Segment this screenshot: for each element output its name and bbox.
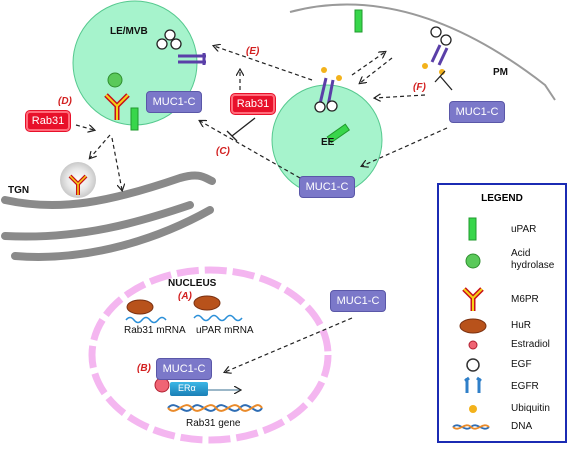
- upar-bar-icon: [354, 9, 363, 33]
- egf-ring-icon: [466, 358, 480, 372]
- nucleus-label: NUCLEUS: [168, 278, 217, 289]
- acid-hydrolase-circle-icon: [465, 253, 481, 269]
- step-f-label: (F): [413, 82, 426, 93]
- legend-label-egfr: EGFR: [511, 381, 539, 392]
- upar-mrna-strand: [193, 314, 243, 322]
- step-e-label: (E): [246, 46, 260, 57]
- estradiol-dot-icon: [154, 377, 170, 393]
- egf-ring-icon: [430, 26, 442, 38]
- egf-ring-icon: [440, 34, 452, 46]
- ubiquitin-dot-icon: [336, 75, 342, 81]
- muc1c-box-nucleus: MUC1-C: [156, 358, 212, 380]
- hur-ellipse-icon: [459, 318, 487, 334]
- legend-label-dna: DNA: [511, 421, 533, 432]
- ubiquitin-dot-icon: [422, 63, 428, 69]
- rab31-gene-label: Rab31 gene: [186, 418, 241, 429]
- hur-ellipse-icon: [126, 299, 154, 315]
- er-alpha-label: ERα: [178, 383, 196, 393]
- muc1c-box-pm: MUC1-C: [449, 101, 505, 123]
- legend-label-ubiquitin: Ubiquitin: [511, 403, 550, 414]
- rab31-mrna-strand: [125, 316, 167, 324]
- rab31-mrna-label: Rab31 mRNA: [124, 325, 186, 336]
- legend-title: LEGEND: [481, 193, 523, 204]
- ubiquitin-dot-icon: [469, 405, 477, 413]
- egfr-receptor-icon: [464, 376, 482, 393]
- legend-label-acid-hydrolase: Acid hydrolase: [511, 248, 555, 271]
- legend-label-egf: EGF: [511, 359, 532, 370]
- muc1c-box-le: MUC1-C: [146, 91, 202, 113]
- le-mvb-label: LE/MVB: [110, 26, 148, 37]
- egf-ring-icon: [170, 38, 182, 50]
- step-a-label: (A): [178, 291, 192, 302]
- pathway-arrows: [75, 46, 448, 372]
- muc1c-box-ee: MUC1-C: [299, 176, 355, 198]
- rab31-box-ee: Rab31: [231, 94, 275, 114]
- upar-mrna-label: uPAR mRNA: [196, 325, 254, 336]
- legend-panel: LEGEND uPAR Acid hydrolase M6PR HuR Estr…: [437, 183, 567, 443]
- legend-label-hur: HuR: [511, 320, 532, 331]
- muc1c-box-cytoplasm: MUC1-C: [330, 290, 386, 312]
- step-d-label: (D): [58, 96, 72, 107]
- plasma-membrane: [289, 3, 556, 101]
- legend-label-m6pr: M6PR: [511, 294, 539, 305]
- step-b-label: (B): [137, 363, 151, 374]
- rab31-box-tgn: Rab31: [26, 111, 70, 131]
- transport-vesicle: [60, 162, 96, 198]
- dna-helix-icon: [452, 424, 490, 430]
- egf-ring-icon: [314, 101, 326, 113]
- estradiol-dot-icon: [468, 340, 478, 350]
- tgn-label: TGN: [8, 185, 30, 196]
- legend-label-estradiol: Estradiol: [511, 339, 550, 350]
- nucleus: [88, 266, 332, 444]
- upar-bar-icon: [326, 123, 351, 144]
- upar-bar-icon: [130, 107, 139, 131]
- ee-label: EE: [321, 137, 335, 148]
- dna-helix-icon: [167, 404, 263, 412]
- acid-hydrolase-circle-icon: [107, 72, 123, 88]
- upar-bar-icon: [468, 217, 477, 241]
- tgn-stacks: [1, 171, 216, 261]
- egf-ring-icon: [156, 38, 168, 50]
- legend-label-upar: uPAR: [511, 224, 537, 235]
- legend-icons: [452, 217, 490, 430]
- hur-ellipse-icon: [193, 295, 221, 311]
- inhibition-markers: [226, 70, 453, 142]
- ubiquitin-dot-icon: [321, 67, 327, 73]
- egfr-receptor-icon: [430, 44, 449, 66]
- pm-label: PM: [493, 67, 508, 78]
- egf-ring-icon: [326, 100, 338, 112]
- er-alpha-box: [170, 382, 208, 396]
- egfr-receptor-icon: [178, 53, 206, 65]
- step-c-label: (C): [216, 146, 230, 157]
- egf-ring-icon: [164, 29, 176, 41]
